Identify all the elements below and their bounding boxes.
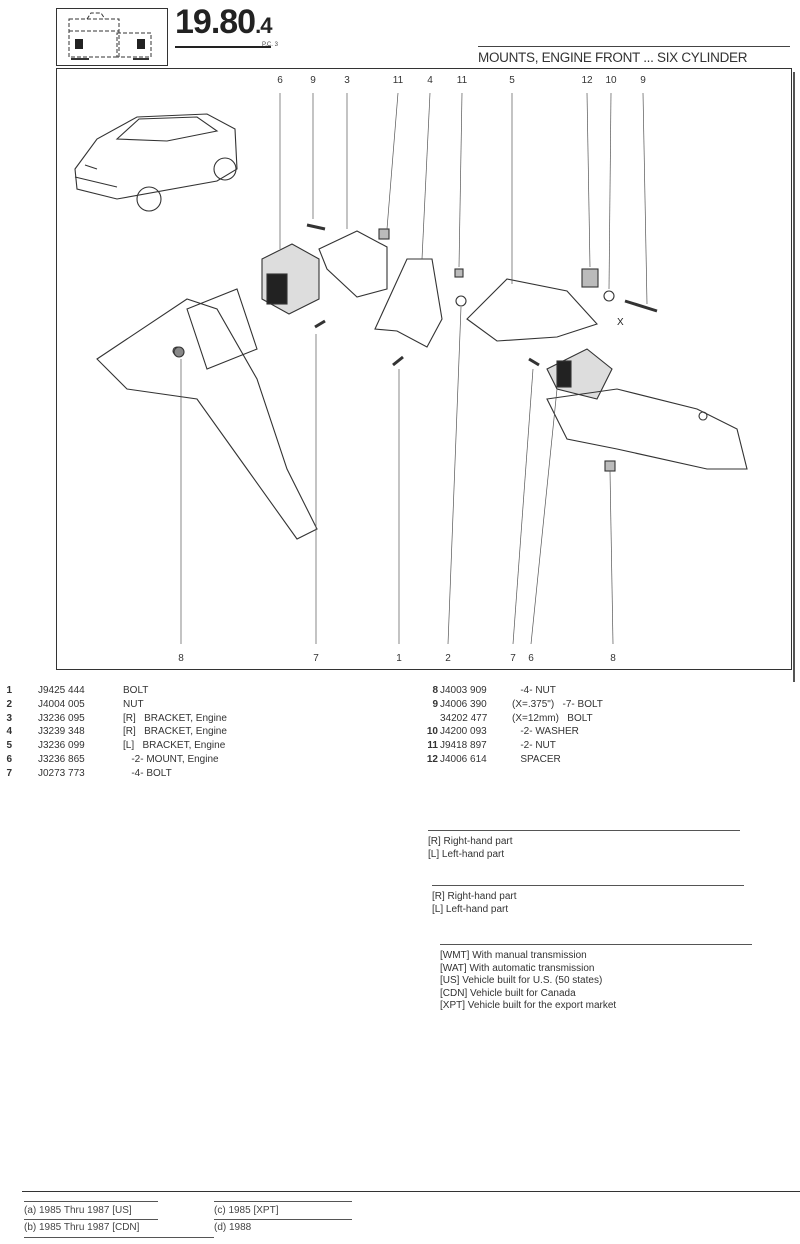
legend-3: [WMT] With manual transmission [WAT] Wit… [440, 950, 616, 1013]
title-rule [478, 46, 790, 47]
part-number-index: 10 [426, 726, 438, 738]
part-number: J4006 614 [440, 754, 487, 765]
part-number-index: 2 [6, 698, 12, 710]
engine-mount-illustration [74, 92, 748, 645]
part-number-index: 5 [6, 740, 12, 752]
part-description: -2- MOUNT, Engine [123, 754, 219, 765]
part-number: 34202 477 [440, 712, 488, 724]
legend-item: [WAT] With automatic transmission [440, 962, 595, 974]
legend-item: [R] Right-hand part [432, 891, 517, 902]
pc-label: P.C. 3 [262, 42, 278, 48]
callout-11b: 11 [456, 75, 468, 86]
part-number: J3236 095 [38, 712, 85, 724]
dimension-label: X [617, 317, 624, 328]
page-number-main: 19.80 [175, 3, 256, 41]
part-number-index: 9 [432, 698, 438, 710]
callout-7b: 7 [510, 653, 516, 664]
part-number: J4003 909 [440, 685, 487, 696]
margin-mark [793, 72, 795, 682]
part-number-index: 4 [6, 726, 12, 738]
legend-item: [CDN] Vehicle built for Canada [440, 987, 576, 999]
page-number: 19.80.4 [175, 2, 272, 48]
part-number-index: 11 [427, 740, 438, 752]
part-number-index: 12 [426, 754, 438, 765]
footnote-rule [214, 1201, 352, 1202]
legend-1: [R] Right-hand part [L] Left-hand part [428, 836, 513, 861]
part-description: -4- BOLT [123, 767, 172, 779]
engine-outline-icon [68, 12, 152, 60]
part-description: [R] BRACKET, Engine [123, 712, 227, 724]
page-number-sub: .4 [255, 13, 272, 38]
footnote-d: (d) 1988 [214, 1222, 252, 1233]
callout-9: 9 [310, 75, 316, 86]
footnote-c: (c) 1985 [XPT] [214, 1205, 279, 1216]
footer-rule [22, 1191, 800, 1192]
legend-2: [R] Right-hand part [L] Left-hand part [432, 891, 517, 916]
footnote-b: (b) 1985 Thru 1987 [CDN] [24, 1222, 140, 1233]
part-description: [R] BRACKET, Engine [123, 726, 227, 738]
part-number: J3236 865 [38, 754, 85, 765]
legend-item: [L] Left-hand part [432, 903, 509, 915]
callout-7: 7 [313, 653, 319, 664]
part-description: (X=12mm) BOLT [512, 712, 593, 724]
legend-rule-3 [440, 944, 752, 945]
part-number: J4200 093 [440, 726, 487, 738]
part-description: (X=.375") -7- BOLT [512, 698, 603, 710]
part-description: -2- NUT [512, 740, 556, 752]
part-description: NUT [123, 698, 144, 710]
callout-12: 12 [581, 75, 593, 86]
callout-5: 5 [509, 75, 515, 86]
car-icon [74, 113, 238, 212]
part-number: J3236 099 [38, 740, 85, 752]
exploded-diagram: X 6 9 3 11 4 11 5 12 10 9 8 7 1 2 7 6 8 [56, 68, 792, 670]
footnote-rule [214, 1219, 352, 1220]
part-number-index: 7 [6, 767, 12, 779]
legend-item: [WMT] With manual transmission [440, 950, 587, 961]
section-logo [56, 8, 168, 66]
footnote-rule [24, 1237, 214, 1238]
part-number-index: 6 [6, 754, 12, 765]
part-description: -4- NUT [512, 685, 556, 696]
footnote-a: (a) 1985 Thru 1987 [US] [24, 1205, 132, 1216]
callout-3: 3 [344, 75, 350, 86]
legend-rule-1 [428, 830, 740, 831]
part-number: J4006 390 [440, 698, 487, 710]
callout-10: 10 [605, 75, 617, 86]
callout-8b: 8 [610, 653, 616, 664]
part-number: J0273 773 [38, 767, 85, 779]
part-number: J4004 005 [38, 698, 85, 710]
page-title: MOUNTS, ENGINE FRONT ... SIX CYLINDER [478, 50, 748, 65]
legend-item: [L] Left-hand part [428, 848, 505, 860]
callout-4: 4 [427, 75, 433, 86]
callout-2: 2 [445, 653, 451, 664]
callout-1: 1 [396, 653, 402, 664]
legend-item: [US] Vehicle built for U.S. (50 states) [440, 975, 603, 986]
part-number-index: 8 [432, 685, 438, 696]
part-number-index: 1 [6, 685, 12, 696]
part-number: J9418 897 [440, 740, 487, 752]
callout-11: 11 [392, 75, 404, 86]
part-description: SPACER [512, 754, 561, 765]
part-description: -2- WASHER [512, 726, 579, 738]
callout-6: 6 [277, 75, 283, 86]
part-number: J3239 348 [38, 726, 85, 738]
callout-9b: 9 [640, 75, 646, 86]
callout-8: 8 [178, 653, 184, 664]
callout-6b: 6 [528, 653, 534, 664]
legend-item: [R] Right-hand part [428, 836, 513, 847]
legend-rule-2 [432, 885, 744, 886]
part-description: [L] BRACKET, Engine [123, 740, 226, 752]
part-number-index: 3 [6, 712, 12, 724]
footnote-rule [24, 1219, 158, 1220]
part-number: J9425 444 [38, 685, 85, 696]
legend-item: [XPT] Vehicle built for the export marke… [440, 1000, 617, 1011]
footnote-rule [24, 1201, 158, 1202]
part-description: BOLT [123, 685, 149, 696]
